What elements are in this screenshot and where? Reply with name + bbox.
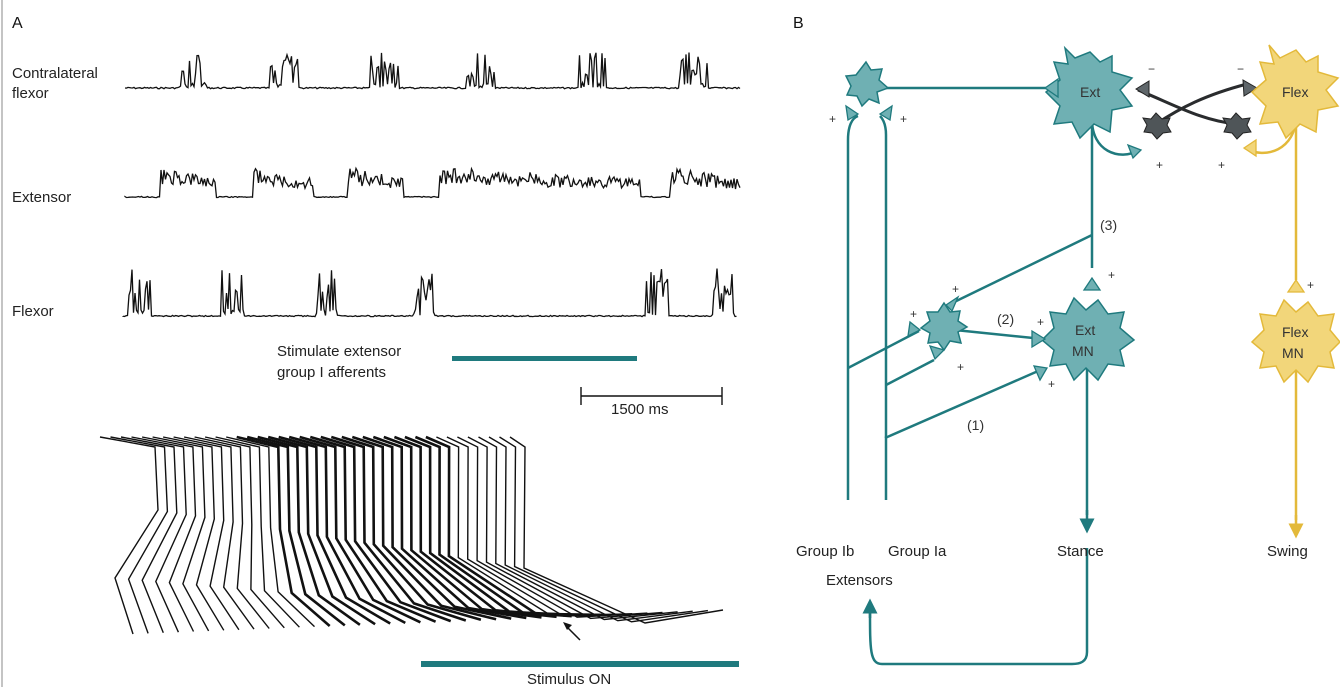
limb-stick (478, 436, 678, 621)
limb-stick (288, 435, 406, 625)
svg-text:−: − (1148, 62, 1155, 76)
limb-stick (351, 435, 497, 621)
limb-stick (236, 435, 331, 627)
limb-stick (320, 435, 452, 623)
limb-stick (330, 435, 467, 622)
limb-stick (110, 436, 169, 634)
flex-motor-neuron (1250, 298, 1340, 384)
limb-stick (162, 436, 225, 631)
limb-stick (372, 435, 527, 620)
limb-stick (204, 436, 285, 629)
pathway-3-label: (3) (1100, 217, 1117, 233)
panel-b-label: B (793, 15, 804, 32)
stimulate-label-1: Stimulate extensor (277, 343, 401, 360)
limb-stick (383, 435, 542, 619)
scale-bar-label: 1500 ms (611, 401, 669, 418)
svg-text:+: + (910, 307, 917, 321)
limb-stick (309, 435, 437, 623)
stimulate-label-2: group I afferents (277, 364, 386, 381)
ext-inhibitory-interneuron (1142, 112, 1172, 140)
ext-mn-label-2: MN (1072, 343, 1094, 359)
stick-arrow (563, 622, 581, 641)
svg-text:+: + (1108, 268, 1115, 282)
pathway-1-label: (1) (967, 417, 984, 433)
limb-stick (425, 435, 603, 617)
ext-motor-neuron (1040, 296, 1136, 382)
limb-stick (278, 435, 391, 625)
limb-stick (183, 436, 255, 630)
svg-text:+: + (1307, 278, 1314, 292)
inhibitory-synapse-on-flex (1242, 79, 1258, 97)
limb-stick (393, 435, 557, 619)
svg-text:+: + (1048, 377, 1055, 391)
flex-mn-label-2: MN (1282, 345, 1304, 361)
svg-text:−: − (1237, 62, 1244, 76)
group-ib-label: Group Ib (796, 543, 854, 560)
ib-interneuron (844, 60, 890, 108)
limb-stick (141, 436, 197, 632)
limb-stick (467, 436, 663, 620)
limb-stick (99, 436, 159, 635)
svg-text:+: + (1218, 158, 1225, 172)
trace-contralateral-flexor (124, 52, 741, 90)
inhibitory-synapse-on-ext (1135, 80, 1150, 98)
limb-stick (173, 436, 240, 631)
scale-bar (580, 387, 723, 405)
limb-stick (341, 435, 482, 622)
flex-mn-label-1: Flex (1282, 324, 1308, 340)
flex-inhibitory-interneuron (1222, 112, 1252, 140)
limb-stick (488, 436, 693, 622)
svg-text:+: + (1156, 158, 1163, 172)
flex-label: Flex (1282, 84, 1308, 100)
limb-stick (267, 435, 376, 626)
group-ia-label: Group Ia (888, 543, 947, 560)
svg-text:+: + (952, 282, 959, 296)
limb-stick (257, 435, 361, 626)
limb-stick (120, 436, 178, 634)
inhibitory-crossing: − − (1135, 62, 1258, 140)
limb-stick (509, 436, 724, 624)
limb-stick (226, 436, 315, 628)
svg-text:+: + (900, 112, 907, 126)
limb-stick (131, 436, 187, 633)
svg-text:+: + (1037, 315, 1044, 329)
group-i-interneuron (919, 301, 969, 352)
ext-label: Ext (1080, 84, 1100, 100)
stimulus-on-bar (421, 661, 739, 667)
limb-stick (362, 435, 512, 620)
trace-extensor (124, 166, 741, 199)
swing-label: Swing (1267, 543, 1308, 560)
limb-stick (446, 436, 633, 617)
svg-text:+: + (829, 112, 836, 126)
limb-stick (246, 435, 346, 627)
limb-stick (194, 436, 270, 629)
limb-stick (152, 436, 210, 632)
flex-interneuron (1250, 44, 1340, 140)
panel-a-label: A (12, 15, 23, 32)
svg-text:+: + (957, 360, 964, 374)
limb-stick-figures (99, 435, 724, 635)
limb-stick (457, 436, 648, 618)
trace-label-flexor: Flexor (12, 303, 54, 320)
ext-mn-label-1: Ext (1075, 322, 1095, 338)
panel-a: A Contralateral flexor Extensor Flexor S… (12, 15, 741, 687)
plus-signs: + + + + + + + + + + + (829, 112, 1314, 391)
pathway-2-label: (2) (997, 311, 1014, 327)
stimulus-on-label: Stimulus ON (527, 671, 611, 687)
panel-b: B − − (793, 15, 1340, 666)
trace-label-contralateral-flexor-2: flexor (12, 85, 49, 102)
limb-stick (299, 435, 421, 624)
trace-flexor (122, 268, 737, 318)
stimulate-bar (452, 356, 637, 361)
excitatory-synapses (845, 77, 1143, 382)
extensors-label: Extensors (826, 572, 893, 589)
limb-stick (215, 436, 300, 628)
trace-label-extensor: Extensor (12, 189, 71, 206)
limb-stick (499, 436, 709, 623)
stance-label: Stance (1057, 543, 1104, 560)
extensor-pathways (846, 86, 1141, 666)
flexor-synapses (1242, 138, 1306, 293)
trace-label-contralateral-flexor-1: Contralateral (12, 65, 98, 82)
